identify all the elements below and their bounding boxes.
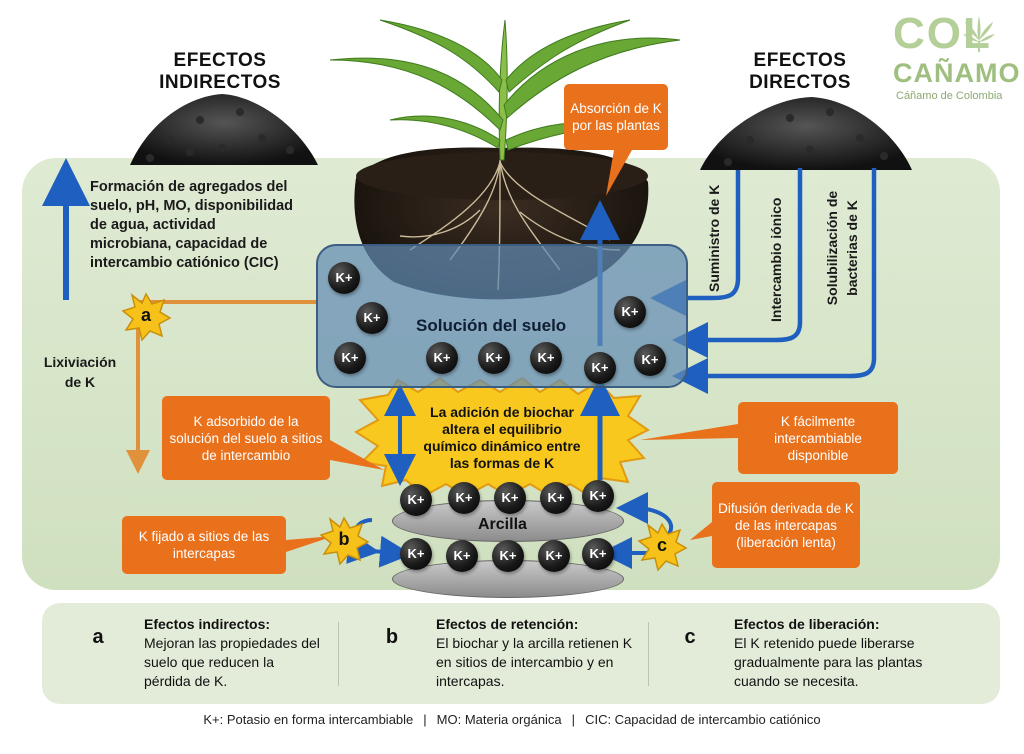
legend-b-title: Efectos de retención: xyxy=(436,616,579,632)
footer-cic-definition: CIC: Capacidad de intercambio catiónico xyxy=(585,712,821,727)
absorption-callout: Absorción de K por las plantas xyxy=(564,84,668,150)
supply-flow-arrow xyxy=(650,170,741,316)
bacteria-solubilization-flow-arrow xyxy=(672,168,877,394)
k-ion: K+ xyxy=(582,538,614,570)
fixed-callout-pointer xyxy=(286,536,334,552)
badge-c-star xyxy=(637,522,688,572)
soil-solution-label: Solución del suelo xyxy=(416,316,567,335)
k-ion: K+ xyxy=(494,482,526,514)
abbreviations-footer: K+: Potasio en forma intercambiable | MO: … xyxy=(0,712,1024,727)
plant-leaves xyxy=(329,19,681,161)
ionic-exchange-flow-arrow xyxy=(672,168,803,358)
diffusion-callout-pointer xyxy=(690,522,712,540)
k-ion: K+ xyxy=(356,302,388,334)
ionic-exchange-flow-label: Intercambio iónico xyxy=(768,197,784,322)
legend-c-title: Efectos de liberación: xyxy=(734,616,880,632)
legend-a-letter: a xyxy=(92,626,104,648)
k-ion: K+ xyxy=(448,482,480,514)
k-ion: K+ xyxy=(492,540,524,572)
footer-separator: | xyxy=(571,712,576,727)
legend-c-body: El K retenido puede liberarse gradualmen… xyxy=(734,635,923,689)
clay-label: Arcilla xyxy=(478,516,527,533)
indirect-effects-heading: EFECTOS INDIRECTOS xyxy=(159,50,281,93)
exchangeable-callout-pointer xyxy=(640,424,738,440)
k-ion: K+ xyxy=(478,342,510,374)
footer-separator: | xyxy=(423,712,427,727)
k-ion: K+ xyxy=(446,540,478,572)
footer-mo-definition: MO: Materia orgánica xyxy=(436,712,562,727)
supply-flow-label: Suministro de K xyxy=(706,184,722,292)
legend-b-body: El biochar y la arcilla retienen K en si… xyxy=(436,635,633,689)
k-ion: K+ xyxy=(538,540,570,572)
fixation-arrow-horizontal xyxy=(359,535,412,568)
k-ion: K+ xyxy=(400,538,432,570)
legend-c-letter: c xyxy=(684,626,696,648)
bacteria-solubilization-flow-label: Solubilización de bacterias de K xyxy=(824,190,860,306)
legend-divider xyxy=(338,622,339,686)
absorption-callout-pointer xyxy=(606,150,632,196)
legend-divider xyxy=(648,622,649,686)
fixed-callout: K fijado a sitios de las intercapas xyxy=(122,516,286,574)
legend-a-body: Mejoran las propiedades del suelo que re… xyxy=(144,635,320,689)
k-ion: K+ xyxy=(328,262,360,294)
leaching-label: Lixiviación de K xyxy=(43,354,117,390)
logo-wordmark-line2: CAÑAMO xyxy=(893,58,1021,88)
badge-a-star xyxy=(121,292,172,342)
legend-a-title: Efectos indirectos: xyxy=(144,616,271,632)
biochar-pile-right xyxy=(700,97,912,170)
k-ion: K+ xyxy=(334,342,366,374)
exchangeable-callout: K fácilmente intercambiable disponible xyxy=(738,402,898,474)
k-ion: K+ xyxy=(614,296,646,328)
k-ion: K+ xyxy=(400,484,432,516)
k-ion: K+ xyxy=(634,344,666,376)
k-ion: K+ xyxy=(530,342,562,374)
legend-panel xyxy=(42,603,1000,704)
adsorbed-callout-pointer xyxy=(330,440,384,470)
k-ion: K+ xyxy=(540,482,572,514)
k-ion: K+ xyxy=(426,342,458,374)
diffusion-callout: Difusión derivada de K de las intercapas… xyxy=(712,482,860,568)
k-ion: K+ xyxy=(584,352,616,384)
legend-b-letter: b xyxy=(385,626,399,648)
badge-a-letter: a xyxy=(140,305,151,325)
direct-effects-heading: EFECTOS DIRECTOS xyxy=(749,50,851,93)
badge-b-star xyxy=(319,516,370,566)
badge-c-letter: c xyxy=(656,535,667,555)
adsorbed-callout: K adsorbido de la solución del suelo a s… xyxy=(162,396,330,480)
cannabis-leaf-icon xyxy=(963,16,995,52)
badge-b-letter: b xyxy=(338,529,350,549)
biochar-equilibrium-text: La adición de biochar altera el equilibr… xyxy=(423,404,581,471)
indirect-effects-description: Formación de agregados del suelo, pH, MO… xyxy=(90,179,293,271)
k-ion: K+ xyxy=(582,480,614,512)
biochar-pile-left xyxy=(130,94,318,165)
logo-tagline: Cáñamo de Colombia xyxy=(896,90,1003,102)
footer-k-definition: K+: Potasio en forma intercambiable xyxy=(203,712,414,727)
